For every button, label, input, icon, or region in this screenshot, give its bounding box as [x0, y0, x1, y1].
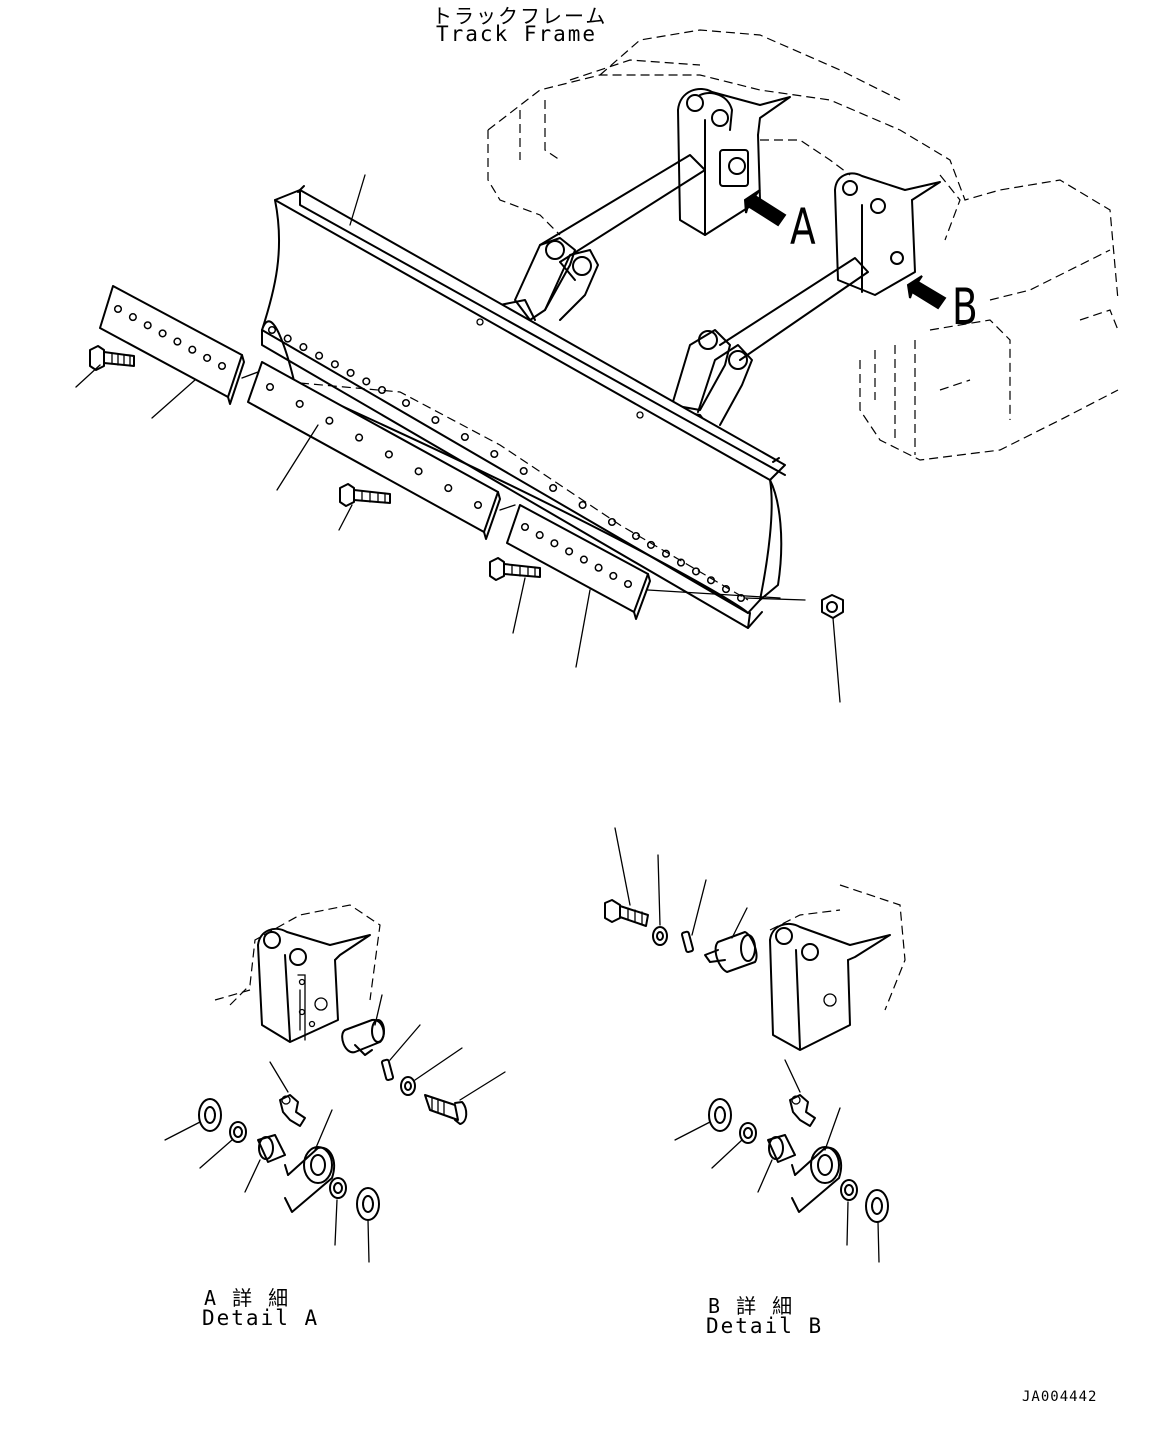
end-bit-right: [506, 504, 651, 620]
bolt-hole: [355, 433, 364, 442]
bolt-hole: [158, 329, 167, 338]
bolt-hole: [520, 522, 530, 532]
track-frame-outline: [487, 29, 1119, 461]
detail-a-washers-right: [329, 1177, 380, 1221]
end-bit-left: [99, 285, 245, 405]
push-arm-right: [667, 257, 869, 436]
bolt-hole: [490, 449, 499, 459]
bolt-hole: [113, 304, 123, 314]
detail-a-leader-lines: [164, 994, 506, 1263]
bolt-hole: [325, 416, 334, 425]
arrow-a-label: A: [790, 198, 816, 256]
bolt-hole: [609, 571, 618, 580]
center-cutting-edge: [247, 361, 501, 540]
end-bit-left-holes: [113, 304, 227, 371]
bolt-hole: [295, 399, 304, 408]
bolt-hole: [217, 361, 227, 371]
bolt-hole: [362, 377, 371, 386]
detail-b-washers-right: [840, 1179, 889, 1223]
detail-a-washer: [400, 1076, 416, 1096]
nut: [821, 594, 844, 619]
bolt-hole: [549, 483, 558, 493]
plow-bolt: [339, 483, 391, 507]
bolt-hole: [676, 558, 686, 567]
detail-b-label-en: Detail B: [706, 1314, 824, 1338]
bolt-hole: [535, 531, 544, 540]
end-bit-right-holes: [520, 522, 633, 589]
bolt-hole: [414, 467, 423, 476]
bolt-hole: [283, 334, 292, 343]
center-cutting-edge-holes: [265, 382, 483, 510]
bolt-hole: [579, 555, 588, 564]
drawing-code: JA004442: [1022, 1389, 1098, 1405]
bolt-hole: [265, 382, 275, 392]
detail-b-bushing: [767, 1134, 796, 1163]
bolt-hole: [444, 484, 453, 493]
bolt-hole: [431, 415, 440, 425]
bolt-hole: [299, 343, 308, 352]
frame-bracket-a: [677, 88, 791, 236]
bolt-hole: [315, 351, 324, 360]
bolt-hole: [203, 353, 212, 362]
bolt-hole: [173, 337, 182, 346]
bolt-hole: [330, 360, 339, 369]
detail-a-clip: [380, 1058, 395, 1081]
bolt-hole: [346, 368, 355, 377]
track-frame-label-en: Track Frame: [436, 22, 598, 46]
bolt-hole: [128, 313, 137, 322]
bolt-hole: [623, 579, 633, 589]
bolt-hole: [594, 563, 603, 572]
bolt-hole: [188, 345, 197, 354]
leader-lines-main: [75, 174, 841, 703]
detail-b-grease-fitting: [789, 1094, 816, 1127]
bolt-hole: [550, 539, 559, 548]
frame-bracket-b: [834, 172, 941, 296]
detail-b-washers-left: [708, 1098, 757, 1144]
bolt-hole: [460, 432, 469, 442]
detail-a-bushing: [257, 1134, 286, 1163]
detail-b-bracket: [769, 884, 906, 1051]
bolt-hole: [377, 385, 387, 395]
bolt-hole: [143, 321, 152, 330]
detail-a-bracket: [214, 904, 381, 1043]
bolt-hole: [473, 500, 483, 510]
bolt-hole: [519, 466, 528, 476]
detail-a-arm-end: [284, 1146, 336, 1213]
detail-b-clip: [680, 930, 695, 953]
detail-b-arm-end: [791, 1146, 843, 1213]
detail-b-washer: [652, 926, 668, 946]
detail-a-pin: [341, 1018, 385, 1056]
bolt-hole: [384, 450, 393, 459]
push-arm-left: [499, 154, 706, 321]
detail-a-washers-left: [198, 1098, 247, 1143]
bolt-hole: [607, 517, 617, 527]
bolt-hole: [578, 500, 587, 510]
blade: [261, 185, 786, 629]
arrow-b-label: B: [952, 278, 978, 336]
detail-b-pin: [704, 931, 758, 973]
bolt-hole: [401, 398, 411, 408]
detail-b-leader-lines: [614, 827, 880, 1263]
detail-a-label-jp: A 詳 細: [204, 1286, 291, 1310]
detail-a-bolt: [424, 1094, 468, 1125]
plow-bolt: [89, 345, 135, 371]
bolt-hole: [565, 547, 574, 556]
bolt-hole: [267, 325, 277, 335]
arrow-a: [743, 189, 787, 227]
plow-bolt: [489, 557, 541, 581]
detail-b-bolt: [604, 899, 649, 927]
track-frame-label-jp: トラックフレーム: [432, 4, 608, 28]
blade-bolt-holes: [267, 325, 746, 603]
detail-a-label-en: Detail A: [202, 1306, 320, 1330]
detail-a-grease-fitting: [279, 1094, 306, 1127]
detail-b-label-jp: B 詳 細: [708, 1294, 795, 1318]
arrow-b: [906, 275, 947, 310]
